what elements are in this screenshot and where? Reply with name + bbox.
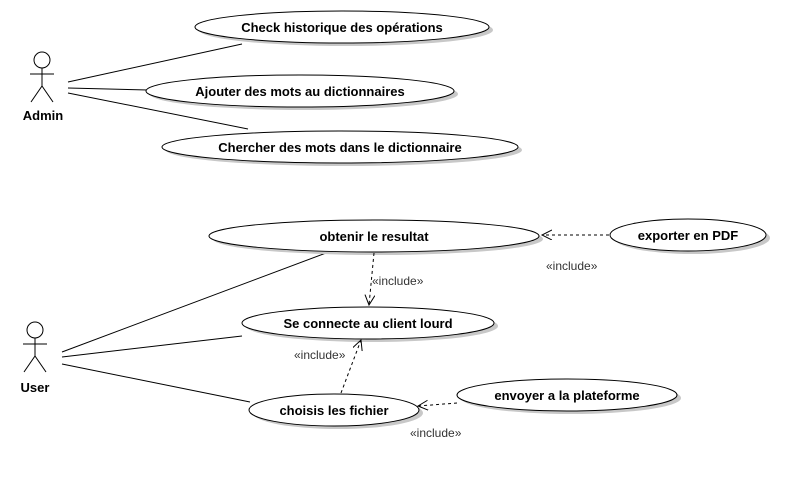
association-line (67, 92, 249, 130)
admin-associations (67, 43, 249, 130)
actor-admin-label: Admin (23, 108, 64, 123)
association-line (67, 87, 149, 91)
include-label: «include» (410, 426, 462, 440)
include-relations (340, 235, 609, 406)
use-case-label: choisis les fichier (279, 403, 388, 418)
include-arrow-obtenir-to-connecte (369, 252, 374, 305)
actor-user[interactable]: User (21, 321, 50, 395)
use-case-label: envoyer a la plateforme (494, 388, 639, 403)
use-case-ajouter-mots[interactable]: Ajouter des mots au dictionnaires (145, 74, 458, 110)
stick-figure-icon (23, 321, 47, 373)
actor-admin[interactable]: Admin (23, 51, 64, 123)
use-case-label: Se connecte au client lourd (283, 316, 452, 331)
include-label: «include» (294, 348, 346, 362)
association-line (67, 43, 243, 83)
actor-user-label: User (21, 380, 50, 395)
association-line (61, 363, 251, 403)
include-arrow-envoyer-to-choisis (418, 403, 458, 406)
use-case-choisis-fichier[interactable]: choisis les fichier (248, 393, 423, 429)
stick-figure-icon (30, 51, 54, 103)
use-case-label: obtenir le resultat (319, 229, 429, 244)
association-line (61, 335, 243, 358)
association-line (61, 252, 327, 353)
use-case-obtenir-resultat[interactable]: obtenir le resultat (208, 219, 543, 255)
use-case-se-connecte[interactable]: Se connecte au client lourd (241, 306, 498, 342)
user-associations (61, 252, 327, 403)
use-case-label: exporter en PDF (638, 228, 738, 243)
use-case-label: Chercher des mots dans le dictionnaire (218, 140, 461, 155)
use-case-chercher-mots[interactable]: Chercher des mots dans le dictionnaire (161, 130, 522, 166)
use-case-check-historique[interactable]: Check historique des opérations (194, 10, 493, 46)
use-case-envoyer-plateforme[interactable]: envoyer a la plateforme (456, 378, 681, 414)
include-label: «include» (546, 259, 598, 273)
use-case-exporter-pdf[interactable]: exporter en PDF (609, 218, 770, 254)
use-case-label: Check historique des opérations (241, 20, 443, 35)
use-case-label: Ajouter des mots au dictionnaires (195, 84, 405, 99)
include-label: «include» (372, 274, 424, 288)
